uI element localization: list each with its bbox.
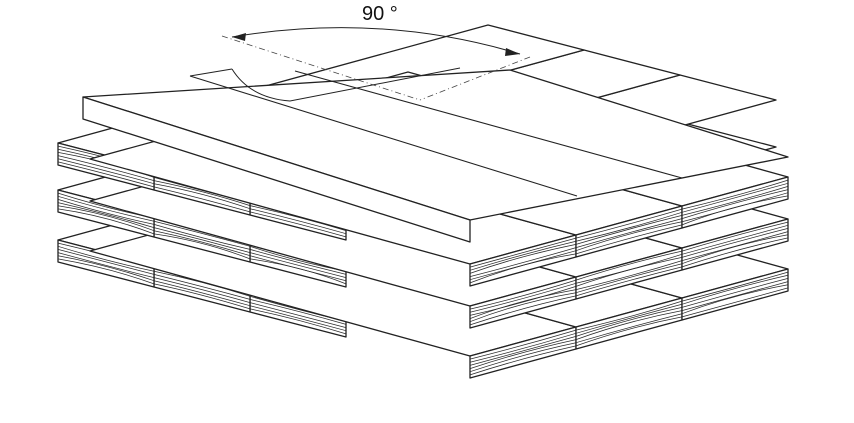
arrowhead-right-icon — [505, 48, 520, 56]
angle-arc — [231, 27, 521, 55]
layer-1-top-cross-boards — [82, 68, 789, 287]
arrowhead-left-icon — [232, 33, 246, 41]
top-layer-plank — [82, 68, 789, 243]
rotated-board-outline — [231, 67, 461, 102]
angle-dimension: 90 ° — [221, 3, 531, 102]
angle-label: 90 ° — [362, 3, 398, 25]
angle-leader-left — [221, 35, 421, 101]
